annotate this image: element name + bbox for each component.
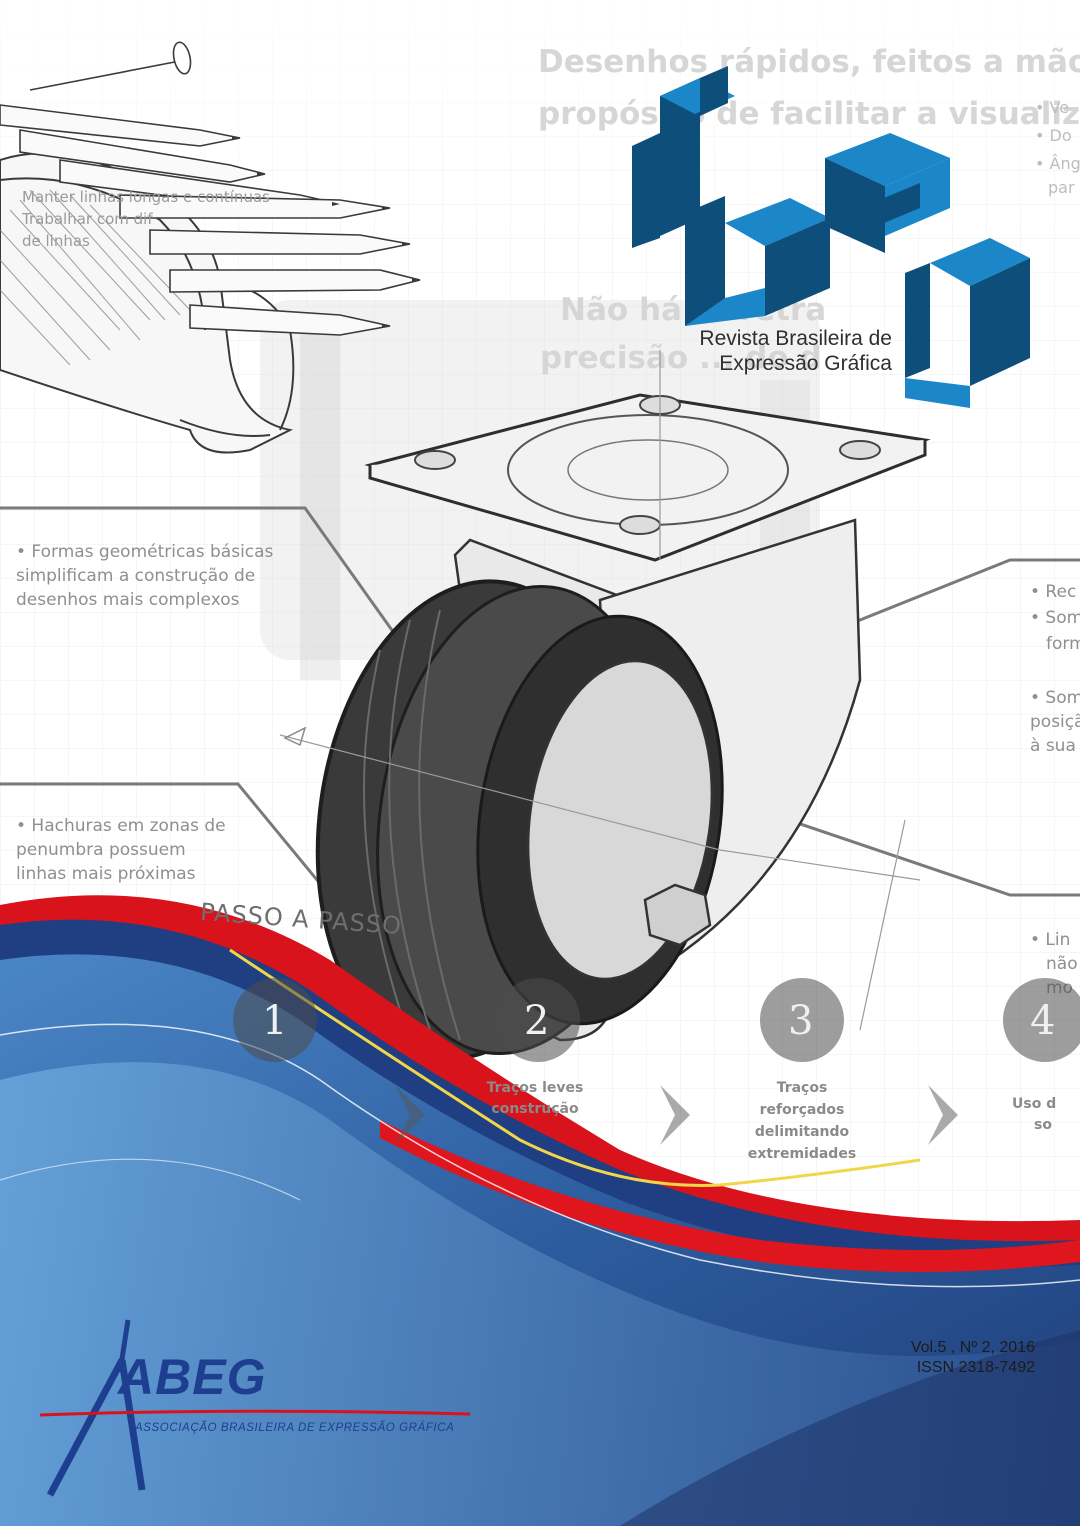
tr-bullet-2: • Do [1035,126,1072,145]
step2-label-line1: Traços leves [486,1080,584,1096]
background-headline-4: precisão ... do d [540,340,822,376]
abeg-acronym: ABEG [118,1349,267,1405]
background-headline-2: propósito de facilitar a visualização [538,96,1080,132]
callout-left2-line2: penumbra possuem [16,840,186,860]
pencil-bullet-1: Manter linhas longas e contínuas [22,188,270,206]
step3-number: 3 [788,998,814,1044]
callout-right1-line2: • Som [1030,608,1080,628]
volume-number: Vol.5 , Nº 2, 2016 [910,1339,1035,1356]
callout-right1-line1: • Rec [1030,582,1077,602]
step4-label-line2: so [1034,1117,1052,1133]
callout-right3-line2: não [1046,954,1078,974]
callout-left1-line2: simplificam a construção de [16,566,256,586]
tr-bullet-4: par [1048,178,1075,197]
pencil-bullet-2: Trabalhar com dif [22,210,153,228]
step3-label-line4: extremidades [747,1146,857,1162]
callout-left1-line1: • Formas geométricas básicas [16,542,274,562]
callout-right2-line3: à sua s [1030,736,1080,756]
callout-left1-line3: desenhos mais complexos [16,590,240,610]
callout-right2-line1: • Som [1030,688,1080,708]
rbeg-logo-icon [632,66,1030,408]
journal-title: Revista Brasileira de Expressão Gráfica [612,326,892,376]
step2-label-line2: construção [491,1101,579,1117]
journal-title-line1: Revista Brasileira de [699,327,892,350]
abeg-full-name: ASSOCIAÇÃO BRASILEIRA DE EXPRESSÃO GRÁFI… [135,1422,455,1434]
step3-label-line1: Traços [776,1080,828,1096]
journal-title-line2: Expressão Gráfica [719,352,892,375]
callout-left2-line3: linhas mais próximas [16,864,196,884]
pencil-bag-sketch [0,41,421,454]
step4-label-line1: Uso d [1012,1096,1057,1112]
tr-bullet-3: • Âng [1035,154,1080,173]
issn-number: ISSN 2318-7492 [916,1359,1035,1376]
callout-left2-line1: • Hachuras em zonas de [16,816,226,836]
callout-right2-line2: posiçã [1030,712,1080,732]
step1-number: 1 [262,998,288,1044]
step2-number: 2 [524,998,550,1044]
abeg-logo-icon [39,1319,471,1497]
pencil-bullet-3: de linhas [22,232,90,250]
step3-label-line3: delimitando [754,1124,850,1140]
background-headline-1: Desenhos rápidos, feitos a mão livre [538,44,1080,80]
issue-info: Vol.5 , Nº 2, 2016 ISSN 2318-7492 [780,1338,1035,1378]
step4-number: 4 [1030,998,1056,1044]
callout-right1-line3: form [1046,634,1080,654]
tr-bullet-1: • Ve [1035,98,1070,117]
callout-right3-line1: • Lin [1030,930,1071,950]
step3-label-line2: reforçados [759,1102,845,1118]
